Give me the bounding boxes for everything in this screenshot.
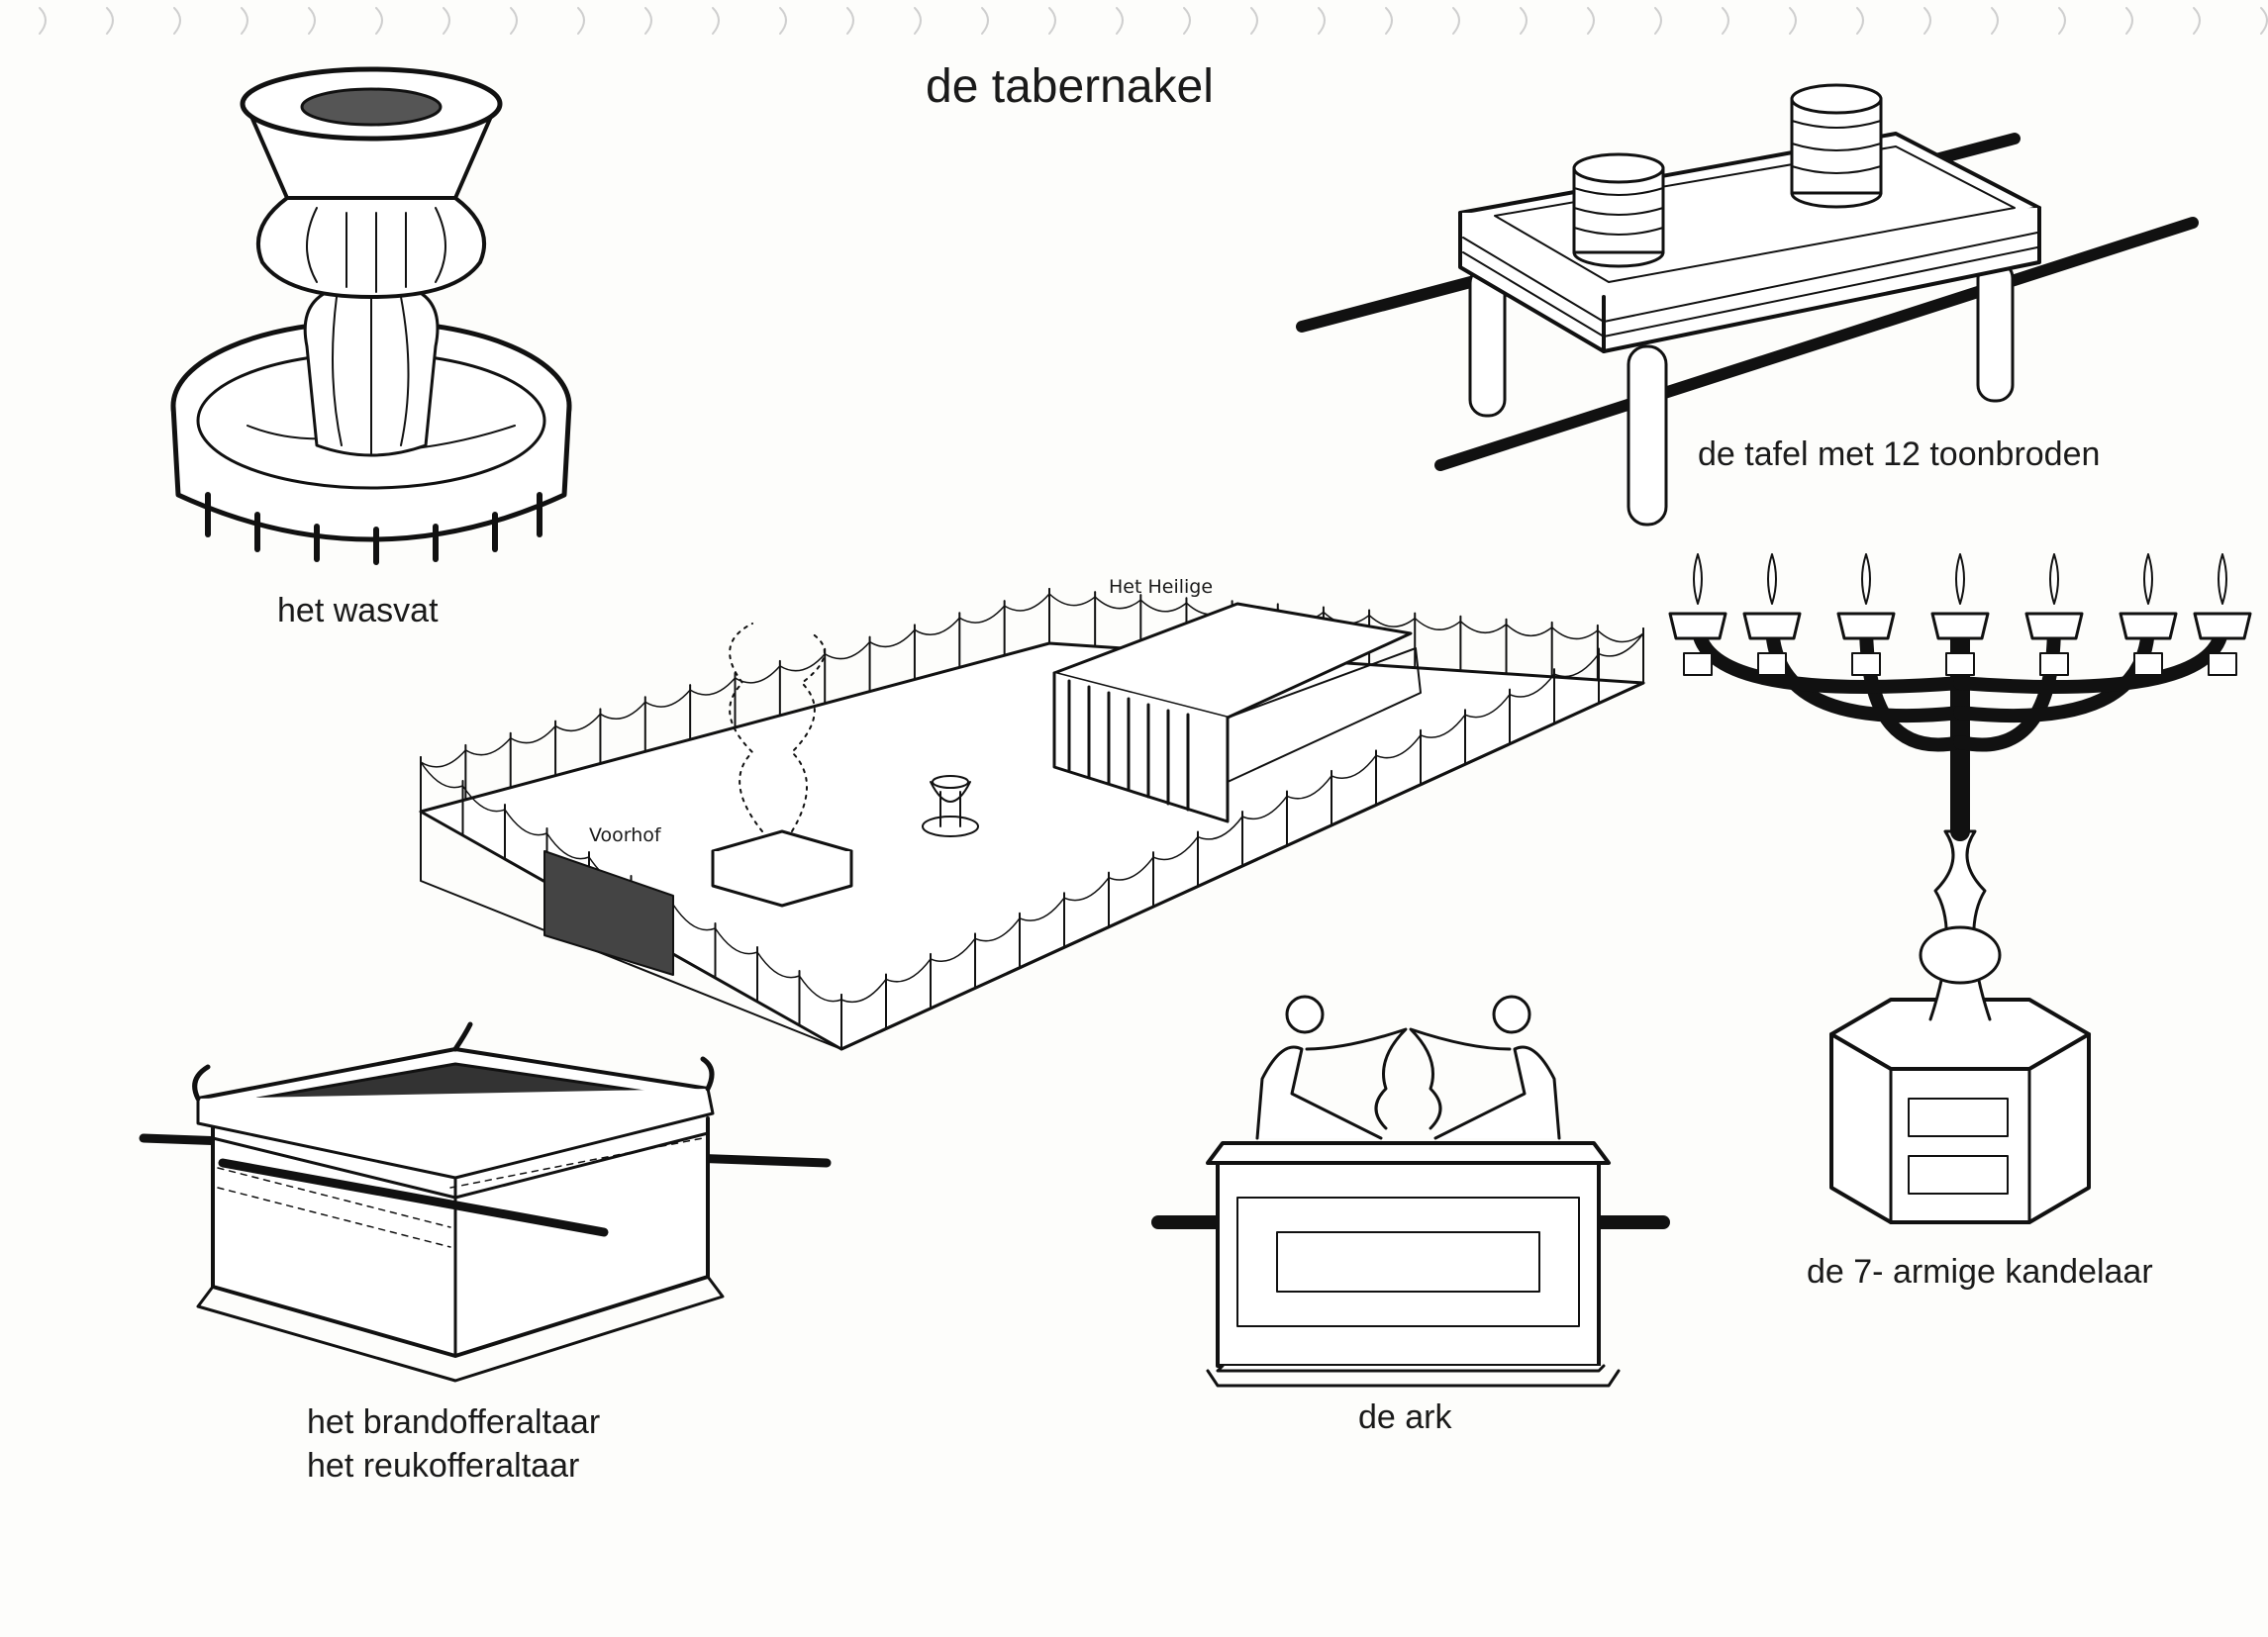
caption-altar-line2: het reukofferaltaar: [307, 1447, 580, 1485]
caption-ark: de ark: [1358, 1398, 1452, 1436]
caption-menorah: de 7- armige kandelaar: [1807, 1253, 2153, 1291]
laver-drawing: [170, 66, 572, 565]
label-holy-place: Het Heilige: [1109, 576, 1214, 598]
page-title: de tabernakel: [926, 60, 1214, 113]
ark-drawing: [1151, 995, 1670, 1388]
caption-laver: het wasvat: [277, 592, 439, 629]
caption-altar-line1: het brandofferaltaar: [307, 1403, 601, 1441]
label-court: Voorhof: [589, 824, 661, 846]
burnt-offering-altar-drawing: [139, 1021, 832, 1383]
binder-rings: [39, 7, 2268, 35]
caption-showbread-table: de tafel met 12 toonbroden: [1698, 435, 2101, 473]
tabernacle-court-drawing: [419, 588, 1645, 1051]
menorah-drawing: [1668, 553, 2252, 1224]
showbread-table-drawing: [1296, 83, 2199, 527]
